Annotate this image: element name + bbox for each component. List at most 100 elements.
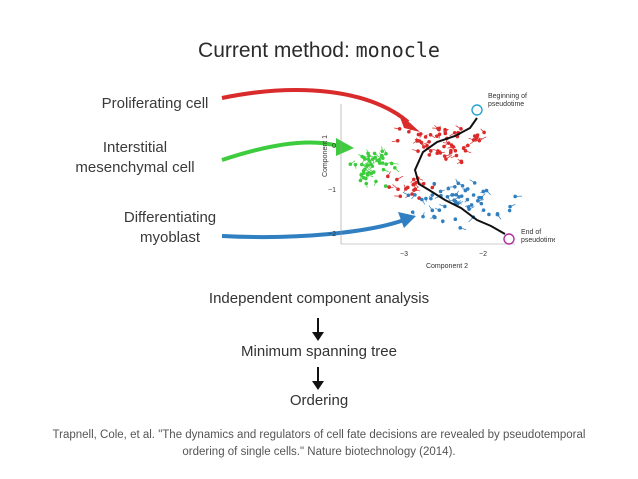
differentiating-arrow — [221, 218, 405, 240]
proliferating-cell — [428, 149, 433, 153]
annotation-begin-line2: pseudotime — [488, 101, 524, 108]
proliferating-cell — [428, 132, 433, 137]
interstitial-cell — [377, 161, 382, 165]
differentiating-cell — [460, 183, 465, 188]
proliferating-cell — [396, 187, 400, 192]
differentiating-cell — [508, 204, 512, 209]
proliferating-cell — [395, 177, 399, 182]
proliferating-cell — [482, 130, 486, 135]
proliferating-cell — [452, 130, 457, 135]
interstitial-cell — [384, 151, 388, 156]
differentiating-cell — [437, 208, 442, 213]
begin-pseudotime-marker — [471, 104, 483, 116]
differentiating-cell — [507, 208, 512, 213]
proliferating-cell — [417, 196, 421, 200]
proliferating-cell — [463, 148, 468, 153]
proliferating-cell — [459, 127, 463, 131]
proliferating-cell — [449, 148, 453, 153]
differentiating-cell — [458, 226, 463, 230]
interstitial-cell — [362, 157, 367, 161]
label-interstitial-line2: mesenchymal cell — [75, 159, 195, 176]
differentiating-cell — [451, 193, 455, 197]
cell-points — [348, 125, 522, 231]
label-proliferating-cell: Proliferating cell — [60, 94, 250, 114]
interstitial-cell — [389, 161, 394, 166]
differentiating-cell — [413, 193, 417, 197]
differentiating-cell — [459, 194, 464, 198]
interstitial-cell — [370, 157, 375, 161]
proliferating-cell — [418, 132, 423, 136]
proliferating-cell — [477, 138, 482, 143]
proliferating-cell — [442, 144, 446, 149]
annotation-end-line2: pseudotime — [521, 237, 555, 244]
proliferating-cell — [466, 143, 470, 148]
proliferating-cell — [422, 145, 426, 149]
citation: Trapnell, Cole, et al. "The dynamics and… — [20, 427, 618, 461]
differentiating-cell — [455, 201, 460, 206]
citation-line2: ordering of single cells." Nature biotec… — [182, 446, 456, 458]
title-method: monocle — [355, 38, 440, 62]
step-ica: Independent component analysis — [208, 290, 430, 307]
proliferating-cell — [443, 127, 447, 132]
proliferating-cell — [412, 177, 416, 182]
interstitial-cell — [348, 162, 353, 167]
interstitial-arrowhead — [336, 138, 354, 156]
differentiating-cell — [453, 217, 458, 221]
label-interstitial-cell: Interstitial mesenchymal cell — [40, 138, 230, 178]
interstitial-cell — [363, 167, 367, 171]
plot-x-tick-0: −3 — [400, 251, 408, 258]
proliferating-cell — [423, 135, 428, 139]
differentiating-cell — [430, 208, 435, 213]
differentiating-cell — [467, 207, 471, 211]
interstitial-cell — [367, 154, 371, 158]
proliferating-cell — [413, 187, 418, 191]
down-arrow-icon — [312, 318, 324, 341]
interstitial-cell — [366, 157, 371, 161]
label-interstitial-line1: Interstitial — [102, 139, 168, 156]
interstitial-cell — [384, 162, 388, 166]
interstitial-cell — [365, 163, 370, 167]
differentiating-cell — [463, 188, 468, 193]
proliferating-cell — [442, 154, 447, 158]
interstitial-cell — [377, 157, 382, 162]
citation-line1: Trapnell, Cole, et al. "The dynamics and… — [52, 429, 586, 441]
proliferating-cell — [407, 129, 411, 134]
differentiating-cell — [484, 188, 489, 193]
proliferating-cell — [435, 134, 439, 138]
end-pseudotime-marker — [503, 233, 515, 245]
differentiating-cell — [513, 194, 517, 199]
differentiating-cell — [429, 196, 433, 201]
proliferating-cell — [459, 159, 464, 164]
proliferating-cell — [427, 153, 432, 157]
differentiating-cell — [472, 181, 477, 185]
differentiating-cell — [443, 204, 447, 209]
differentiating-cell — [469, 203, 474, 207]
differentiating-cell — [487, 212, 491, 217]
differentiating-cell — [476, 198, 480, 203]
differentiating-cell — [432, 214, 436, 219]
differentiating-cell — [410, 210, 415, 214]
proliferating-cell — [461, 146, 466, 151]
differentiating-cell — [452, 198, 456, 203]
plot-y-tick-2: −2 — [328, 231, 336, 238]
proliferating-cell — [437, 132, 442, 137]
differentiating-cell — [471, 193, 476, 197]
proliferating-cell — [453, 148, 458, 153]
title-prefix: Current method: — [198, 39, 350, 62]
differentiating-cell — [446, 186, 451, 191]
interstitial-cell — [369, 171, 374, 176]
differentiating-cell — [477, 195, 481, 200]
interstitial-cell — [364, 176, 368, 181]
plot-x-tick-1: −2 — [479, 251, 487, 258]
differentiating-cell — [420, 197, 424, 202]
differentiating-cell — [479, 201, 484, 206]
differentiating-cell — [465, 197, 470, 202]
interstitial-cell — [353, 162, 358, 167]
label-proliferating-text: Proliferating cell — [101, 95, 209, 112]
proliferating-cell — [444, 157, 448, 161]
annotation-end-line1: End of — [521, 229, 541, 236]
proliferating-arrowhead — [398, 112, 420, 132]
proliferating-cell — [427, 140, 431, 144]
spanning-tree-trunk — [413, 117, 506, 235]
